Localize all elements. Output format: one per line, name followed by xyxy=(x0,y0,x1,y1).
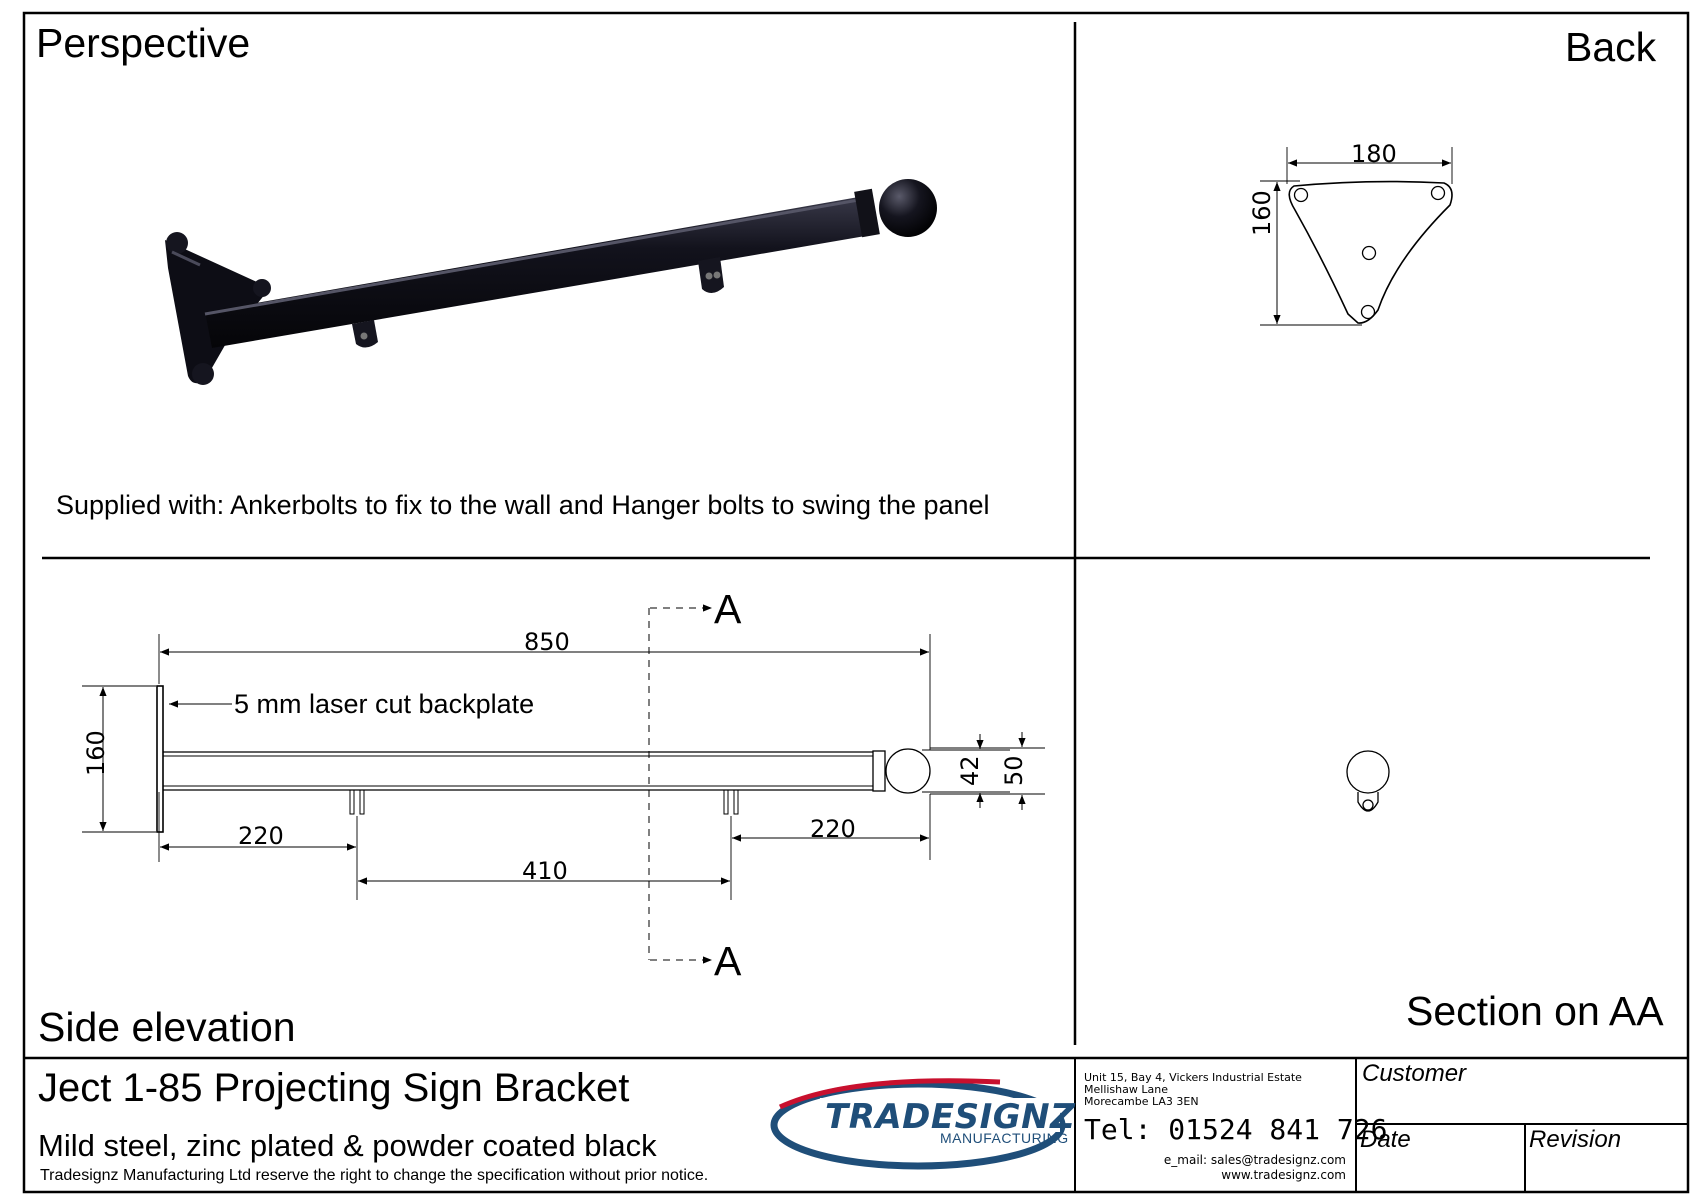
sheet-frame xyxy=(22,11,1690,1194)
back-view-title: Back xyxy=(1565,24,1657,70)
side-elevation-title: Side elevation xyxy=(38,1004,296,1050)
address-line-1: Unit 15, Bay 4, Vickers Industrial Estat… xyxy=(1084,1071,1302,1084)
backplate-back-view xyxy=(1260,147,1453,326)
lug-spacing-dimension: 410 xyxy=(522,857,568,885)
tube-diameter-dimension: 42 xyxy=(956,755,984,786)
section-aa-drawing xyxy=(1346,750,1390,812)
revision-field-label: Revision xyxy=(1529,1126,1622,1153)
tradesignz-logo xyxy=(770,1078,1066,1170)
customer-field-label: Customer xyxy=(1362,1060,1467,1087)
address-line-2: Mellishaw Lane xyxy=(1084,1083,1168,1096)
ball-diameter-dimension: 50 xyxy=(1000,755,1028,786)
website: www.tradesignz.com xyxy=(1221,1168,1346,1182)
logo-wordmark: TRADESIGNZ xyxy=(825,1097,1076,1137)
logo-subtitle: MANUFACTURING xyxy=(940,1130,1069,1146)
bracket-perspective-render xyxy=(165,179,937,385)
backplate-note: 5 mm laser cut backplate xyxy=(234,689,535,719)
height-dimension: 160 xyxy=(82,730,110,776)
date-field-label: Date xyxy=(1360,1126,1411,1153)
section-mark-bottom: A xyxy=(714,938,742,984)
back-height-dimension: 160 xyxy=(1248,190,1276,236)
left-offset-dimension: 220 xyxy=(238,822,284,850)
section-view-title: Section on AA xyxy=(1406,988,1664,1034)
perspective-view-title: Perspective xyxy=(36,20,251,66)
product-title: Ject 1-85 Projecting Sign Bracket xyxy=(38,1066,630,1110)
section-mark-top: A xyxy=(714,586,742,632)
supplied-with-note: Supplied with: Ankerbolts to fix to the … xyxy=(56,490,990,520)
side-elevation-drawing xyxy=(82,604,1045,964)
material-spec: Mild steel, zinc plated & powder coated … xyxy=(38,1128,657,1163)
disclaimer: Tradesignz Manufacturing Ltd reserve the… xyxy=(40,1167,709,1184)
email: e_mail: sales@tradesignz.com xyxy=(1163,1153,1346,1167)
back-width-dimension: 180 xyxy=(1351,140,1397,168)
telephone: Tel: 01524 841 726 xyxy=(1084,1113,1388,1146)
address-line-3: Morecambe LA3 3EN xyxy=(1084,1095,1199,1108)
right-offset-dimension: 220 xyxy=(810,815,856,843)
length-dimension: 850 xyxy=(524,628,570,656)
